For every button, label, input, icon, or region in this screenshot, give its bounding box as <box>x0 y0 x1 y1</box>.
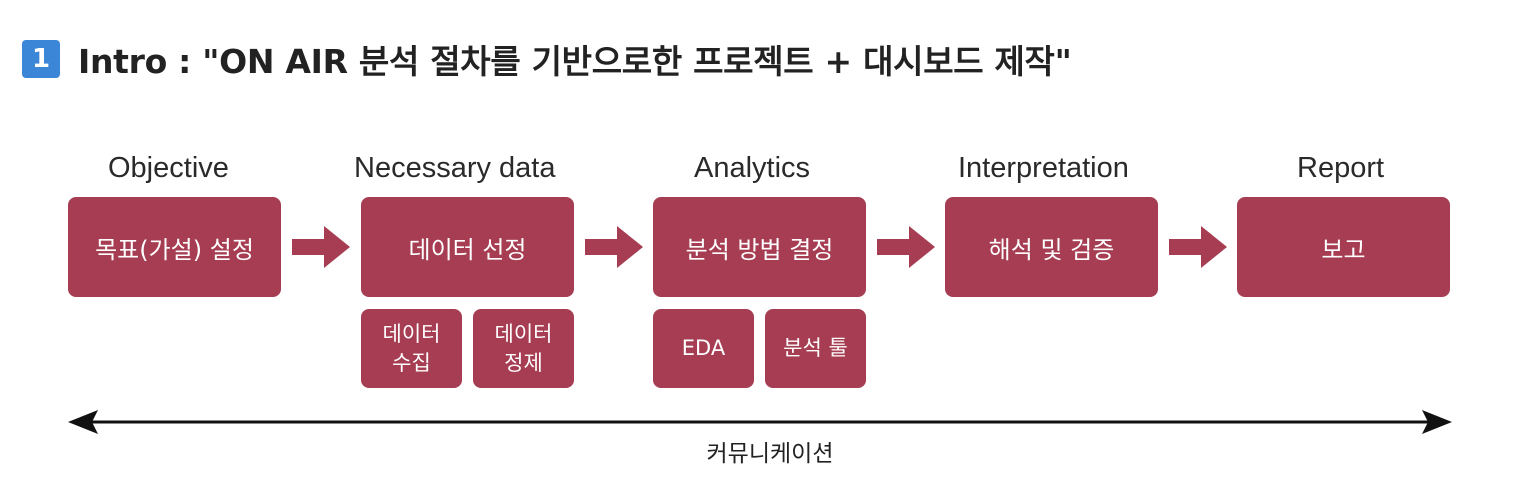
right-arrow-icon <box>292 226 350 268</box>
sub-box-data-clean: 데이터 정제 <box>473 309 574 388</box>
process-box-data: 데이터 선정 <box>361 197 574 297</box>
stage-label-report: Report <box>1295 151 1385 186</box>
right-arrow-icon <box>1169 226 1227 268</box>
page-title-row: 1 Intro : "ON AIR 분석 절차를 기반으로한 프로젝트 + 대시… <box>22 34 1072 84</box>
communication-label: 커뮤니케이션 <box>706 441 834 467</box>
page-title: Intro : "ON AIR 분석 절차를 기반으로한 프로젝트 + 대시보드… <box>78 42 1072 81</box>
stage-label-objective: Objective <box>106 151 229 186</box>
process-box-analytics: 분석 방법 결정 <box>653 197 866 297</box>
process-box-report: 보고 <box>1237 197 1450 297</box>
sub-box-data-collect: 데이터 수집 <box>361 309 462 388</box>
section-number-badge: 1 <box>22 40 60 78</box>
stage-label-necessary-data: Necessary data <box>352 151 556 186</box>
sub-box-eda: EDA <box>653 309 754 388</box>
double-headed-arrow-icon <box>68 410 1452 434</box>
process-box-interpretation: 해석 및 검증 <box>945 197 1158 297</box>
right-arrow-icon <box>585 226 643 268</box>
stage-label-analytics: Analytics <box>692 151 811 186</box>
stage-label-interpretation: Interpretation <box>956 151 1129 186</box>
sub-box-analysis-tool: 분석 툴 <box>765 309 866 388</box>
right-arrow-icon <box>877 226 935 268</box>
process-box-objective: 목표(가설) 설정 <box>68 197 281 297</box>
